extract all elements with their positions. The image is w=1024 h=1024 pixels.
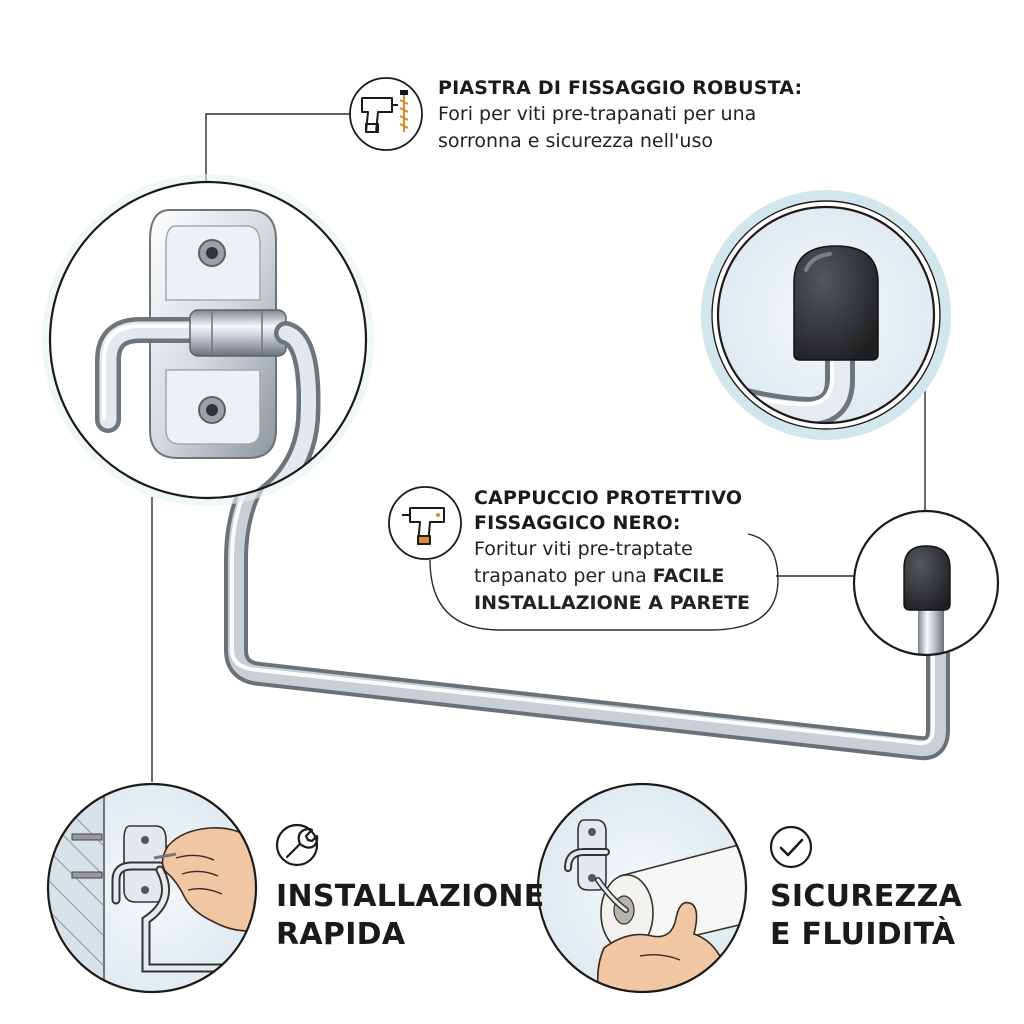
leader-line-plate bbox=[205, 113, 350, 184]
feature-safety-line-1: SICUREZZA bbox=[770, 879, 963, 914]
cap-callout-line-2-strong: FACILE bbox=[652, 565, 725, 587]
plate-callout-line-2: sorronna e sicurezza nell'uso bbox=[438, 130, 713, 152]
cap-callout-line-1: Foritur viti pre-traptate bbox=[474, 538, 693, 560]
cap-detail-circle-small bbox=[852, 509, 1000, 657]
cap-callout-title-line-2: FISSAGGICO NERO: bbox=[474, 512, 681, 534]
plate-callout: PIASTRA DI FISSAGGIO ROBUSTA: Fori per v… bbox=[438, 76, 818, 155]
installation-scene-circle bbox=[46, 782, 258, 994]
feature-safety-line-2: E FLUIDITÀ bbox=[770, 917, 956, 952]
feature-safety-label: SICUREZZA E FLUIDITÀ bbox=[770, 878, 1010, 954]
feature-install-line-1: INSTALLAZIONE bbox=[276, 879, 545, 914]
cap-detail-circle-large bbox=[701, 190, 951, 440]
leader-lines bbox=[151, 113, 926, 782]
plate-detail-circle bbox=[42, 174, 374, 506]
feature-install-line-2: RAPIDA bbox=[276, 917, 406, 952]
drill-icon bbox=[388, 486, 462, 560]
cap-callout-line-2-plain: trapanato per una bbox=[474, 565, 653, 587]
drill-and-screw-icon bbox=[349, 77, 423, 151]
cap-callout-line-2: trapanato per una FACILE bbox=[474, 563, 774, 590]
check-circle-icon bbox=[769, 825, 813, 869]
cap-callout-line-3: INSTALLAZIONE A PARETE bbox=[474, 590, 774, 617]
feature-install-label: INSTALLAZIONE RAPIDA bbox=[276, 878, 545, 954]
cap-callout-title-line-1: CAPPUCCIO PROTETTIVO bbox=[474, 487, 743, 509]
plate-callout-title: PIASTRA DI FISSAGGIO ROBUSTA: bbox=[438, 77, 803, 99]
mid-callout-bubble bbox=[429, 533, 779, 631]
paper-roll-scene-circle bbox=[536, 782, 748, 994]
cap-callout: CAPPUCCIO PROTETTIVO FISSAGGICO NERO: Fo… bbox=[474, 486, 774, 617]
cap-callout-line-3-strong: INSTALLAZIONE A PARETE bbox=[474, 592, 751, 614]
wrench-icon bbox=[275, 823, 319, 867]
plate-callout-line-1: Fori per viti pre-trapanati per una bbox=[438, 103, 757, 125]
